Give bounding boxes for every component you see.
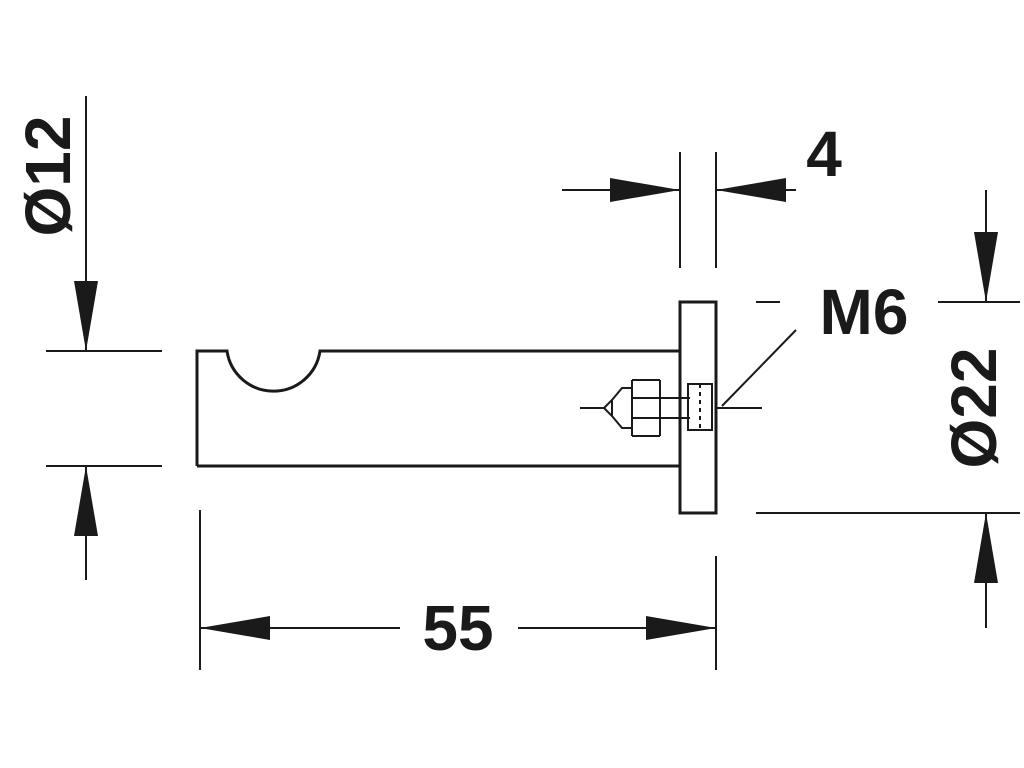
dimension-thickness-4: 4 [562,118,842,268]
screw-detail [580,379,762,437]
label-thread-m6: M6 [820,276,909,348]
wall-plate [678,300,718,515]
dimension-diameter-12: Ø12 [12,96,162,580]
hook-body [195,349,680,468]
label-thickness-4: 4 [806,118,842,190]
dimension-diameter-22: Ø22 [756,190,1020,628]
label-diameter-22: Ø22 [938,348,1010,469]
label-diameter-12: Ø12 [12,116,84,237]
dimension-length-55: 55 [199,510,717,670]
label-length-55: 55 [422,592,493,664]
callout-thread-m6: M6 [721,276,909,407]
